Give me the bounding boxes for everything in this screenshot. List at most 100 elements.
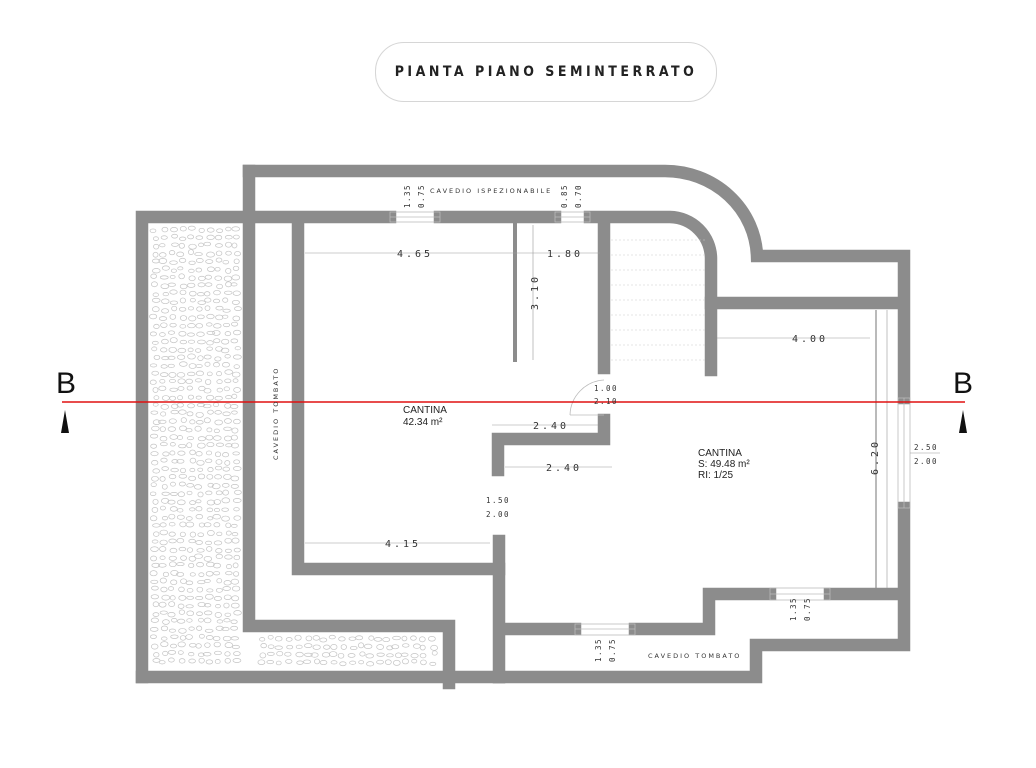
pebble [223,602,230,609]
pebble [233,554,241,561]
pebble [187,249,195,255]
pebble [260,643,267,649]
pebble [207,409,214,415]
pebble [230,434,238,441]
pebble [231,602,240,609]
pebble [231,242,238,249]
pebble [225,268,232,274]
pebble [222,297,229,303]
pebble [284,651,292,657]
pebble [195,348,202,353]
pebble [160,322,168,328]
pebble [206,442,215,448]
pebble [231,393,238,399]
dim-415: 4.15 [385,539,421,550]
pebble [158,257,168,264]
pebble [153,243,160,250]
door-center-w: 1.00 [594,384,618,393]
pebble [224,331,232,337]
pebble [161,338,169,345]
pebble [203,388,212,394]
pebble [167,282,176,287]
pebble [206,588,214,593]
pebble [178,546,187,552]
pebble [161,298,170,305]
pebble [285,637,293,642]
pebble [151,281,158,288]
pebble [168,628,176,633]
pebble [149,627,159,632]
pebble [363,643,373,649]
pebble [222,483,230,488]
room-ri-right: RI: 1/25 [698,470,733,481]
pebble [225,443,233,448]
pebble [233,387,242,393]
pebble [185,521,195,528]
pebble [231,595,240,602]
pebble [188,260,196,265]
pebble [188,626,195,631]
pebble [168,250,176,256]
pebble [395,652,402,659]
pebble [159,577,167,584]
pebble [203,617,212,624]
pebble [224,651,231,657]
pebble [185,634,193,640]
pebble [214,612,222,618]
pebble [233,610,242,616]
pebble [233,364,240,369]
dim-400: 4.00 [792,334,828,345]
pebble [159,436,168,442]
pebble [194,553,203,559]
pebble [158,316,168,321]
pebble [153,652,160,658]
pebble [180,467,186,474]
pebble [339,661,347,667]
pebble [321,652,331,658]
pebble [225,281,232,288]
pebble [323,644,331,650]
pebble [177,266,184,271]
section-arrow-left-icon [61,410,69,433]
pebble [151,475,159,482]
dimension-lines [305,225,940,588]
pebble [169,322,177,328]
pebble [151,562,161,568]
pebble [312,635,320,641]
pebble [168,346,177,353]
pebble [231,427,239,434]
pebble [233,571,240,577]
pebble [150,634,157,639]
pebble [223,322,231,328]
pebble [230,442,239,449]
pebble [195,395,202,400]
pebble [187,347,194,353]
pebble [216,379,223,385]
pebble [229,404,239,409]
pebble [294,634,302,641]
pebble [159,332,166,337]
pebble [401,635,408,642]
pebble [392,659,401,666]
pebble [215,587,223,593]
pebble [230,636,239,641]
pebble [176,562,185,567]
pebble [197,473,206,480]
pebble [150,482,157,487]
pebble [170,409,179,415]
pebble [170,467,179,473]
pebble [152,236,159,241]
pebble [152,612,160,617]
pebble [234,306,242,311]
pebble [232,585,241,592]
pebble [347,653,356,658]
dim-240-upper: 2.40 [533,421,569,432]
pebble [159,505,166,511]
pebble [159,476,166,482]
pebble [161,491,170,496]
pebble [197,442,206,449]
pebble [177,386,185,391]
pebble [205,635,214,640]
pebble [178,481,186,487]
pebble [204,603,212,608]
